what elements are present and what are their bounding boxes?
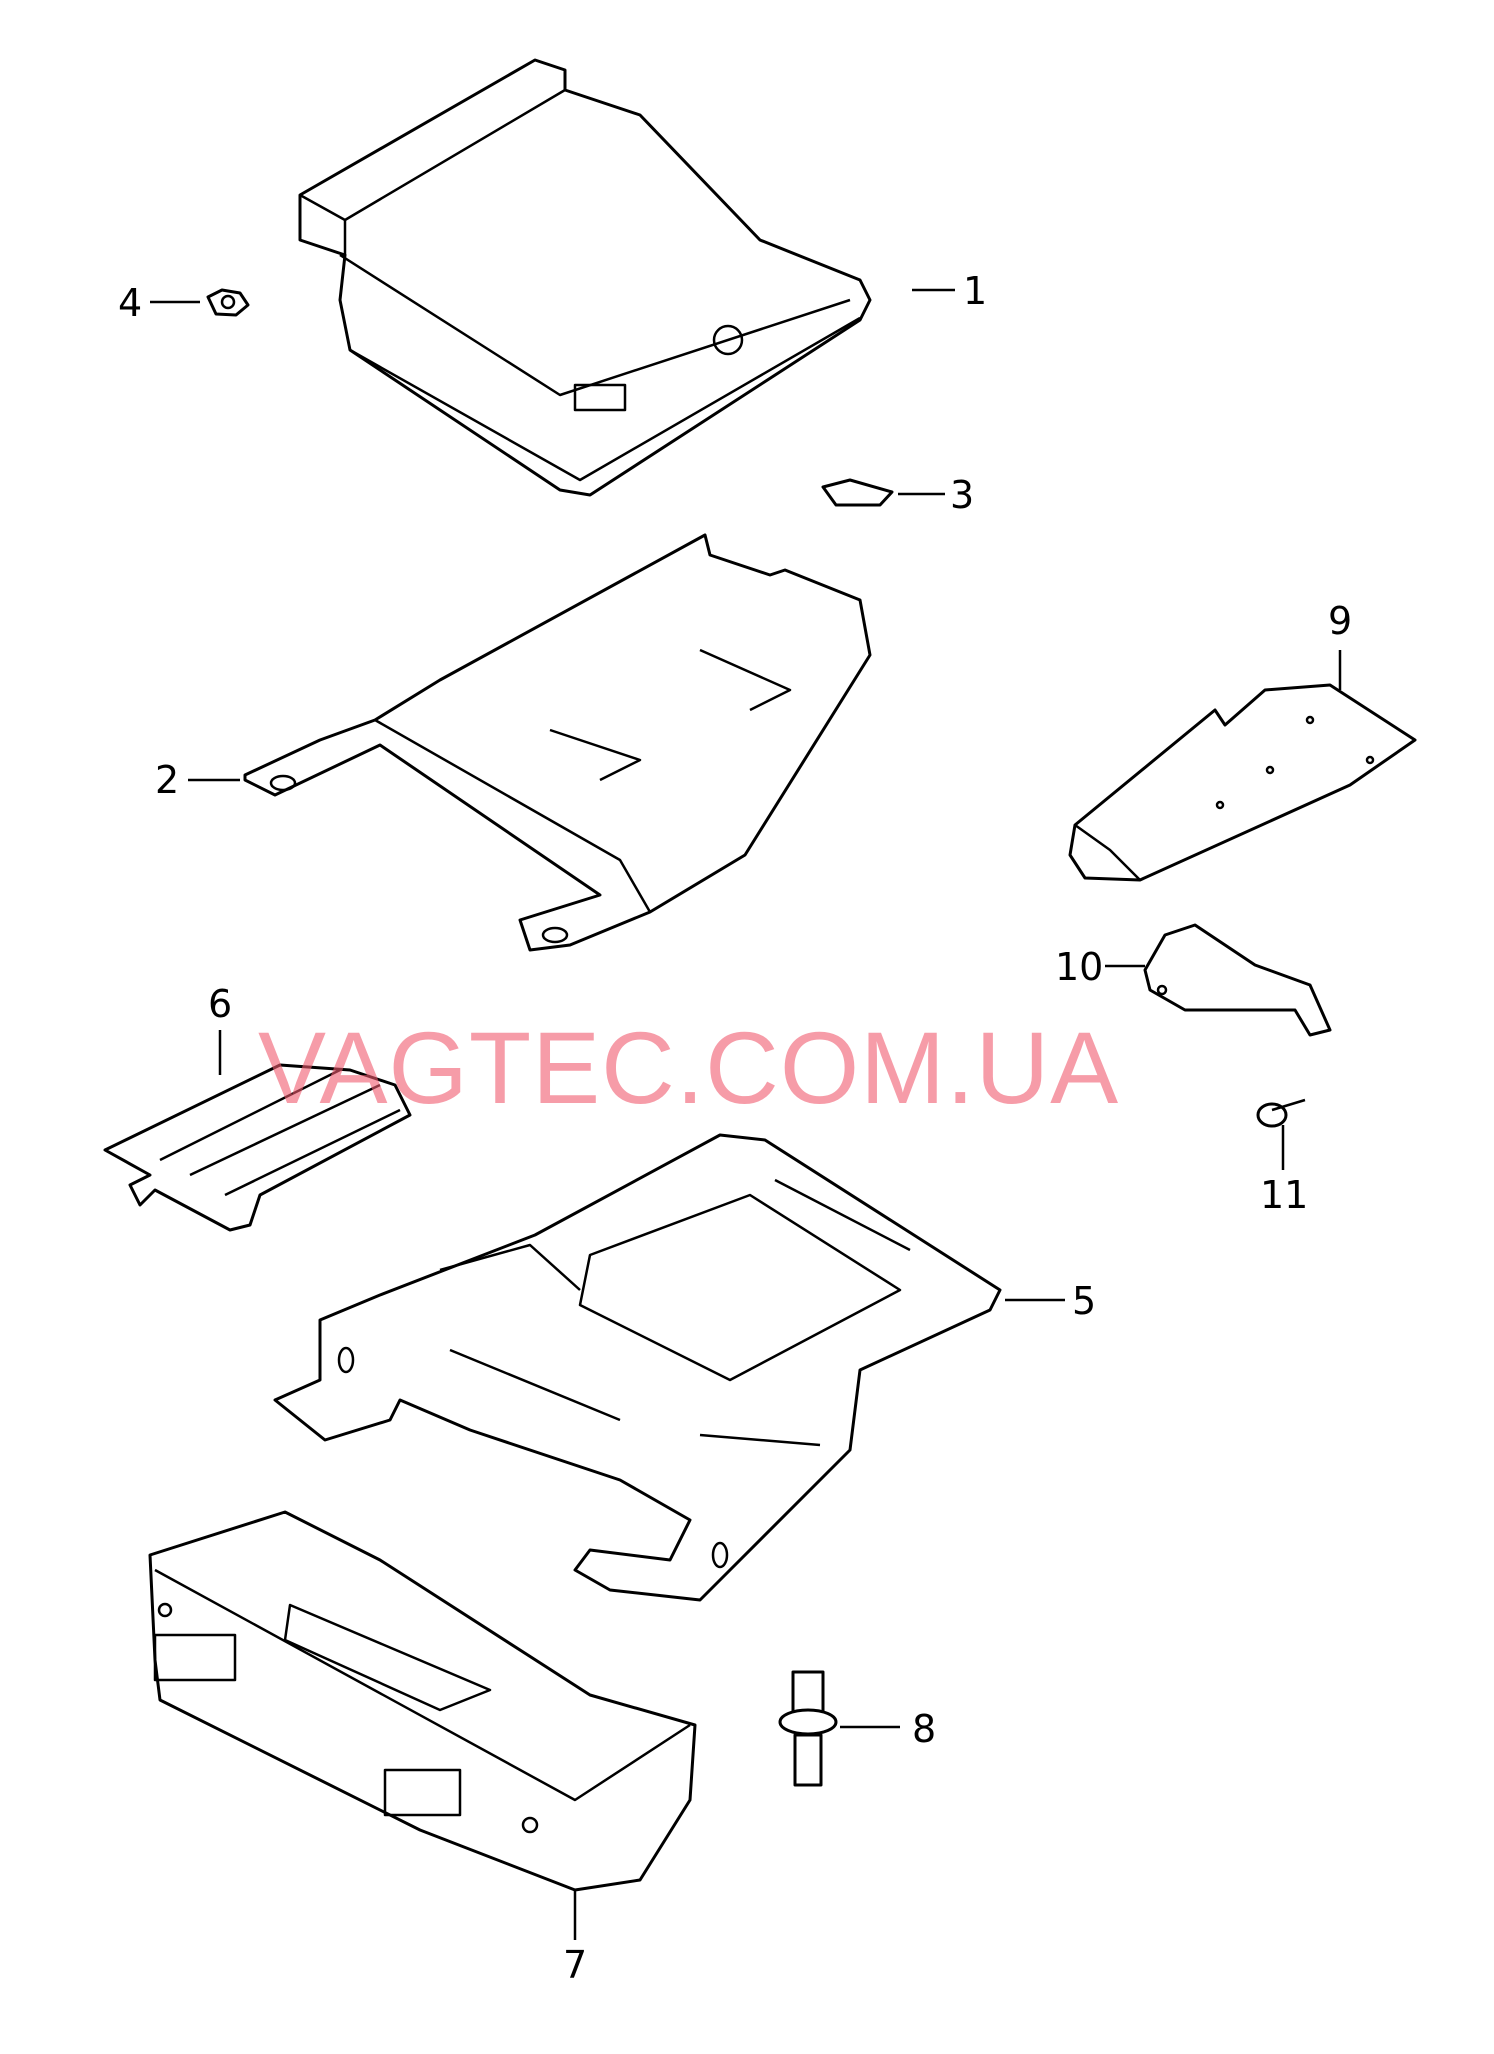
callout-11: 11 — [1260, 1173, 1309, 1217]
callout-3: 3 — [950, 473, 975, 517]
callout-7: 7 — [563, 1943, 588, 1987]
part-7-tray[interactable] — [148, 1510, 697, 1892]
callout-10: 10 — [1055, 945, 1104, 989]
part-9-bracket[interactable] — [1068, 683, 1417, 882]
callout-9: 9 — [1328, 599, 1353, 643]
callout-2: 2 — [155, 758, 180, 802]
part-3-pad[interactable] — [821, 478, 894, 507]
part-4-nut[interactable] — [206, 288, 250, 317]
part-1-control-unit[interactable] — [298, 58, 872, 497]
watermark: VAGTEC.COM.UA — [258, 1011, 1120, 1125]
callout-5: 5 — [1072, 1279, 1097, 1323]
callout-1: 1 — [963, 269, 988, 313]
part-8-bolt[interactable] — [778, 1670, 838, 1787]
part-10-clip[interactable] — [1143, 923, 1332, 1037]
part-6-rail[interactable] — [103, 1063, 412, 1232]
callout-4: 4 — [118, 281, 143, 325]
part-5-mounting-plate[interactable] — [273, 1133, 1002, 1602]
callout-6: 6 — [208, 982, 233, 1026]
part-11-screw[interactable] — [1256, 1098, 1306, 1128]
callout-8: 8 — [912, 1707, 937, 1751]
leader-lines — [150, 288, 1342, 1940]
part-2-bracket[interactable] — [243, 533, 872, 952]
